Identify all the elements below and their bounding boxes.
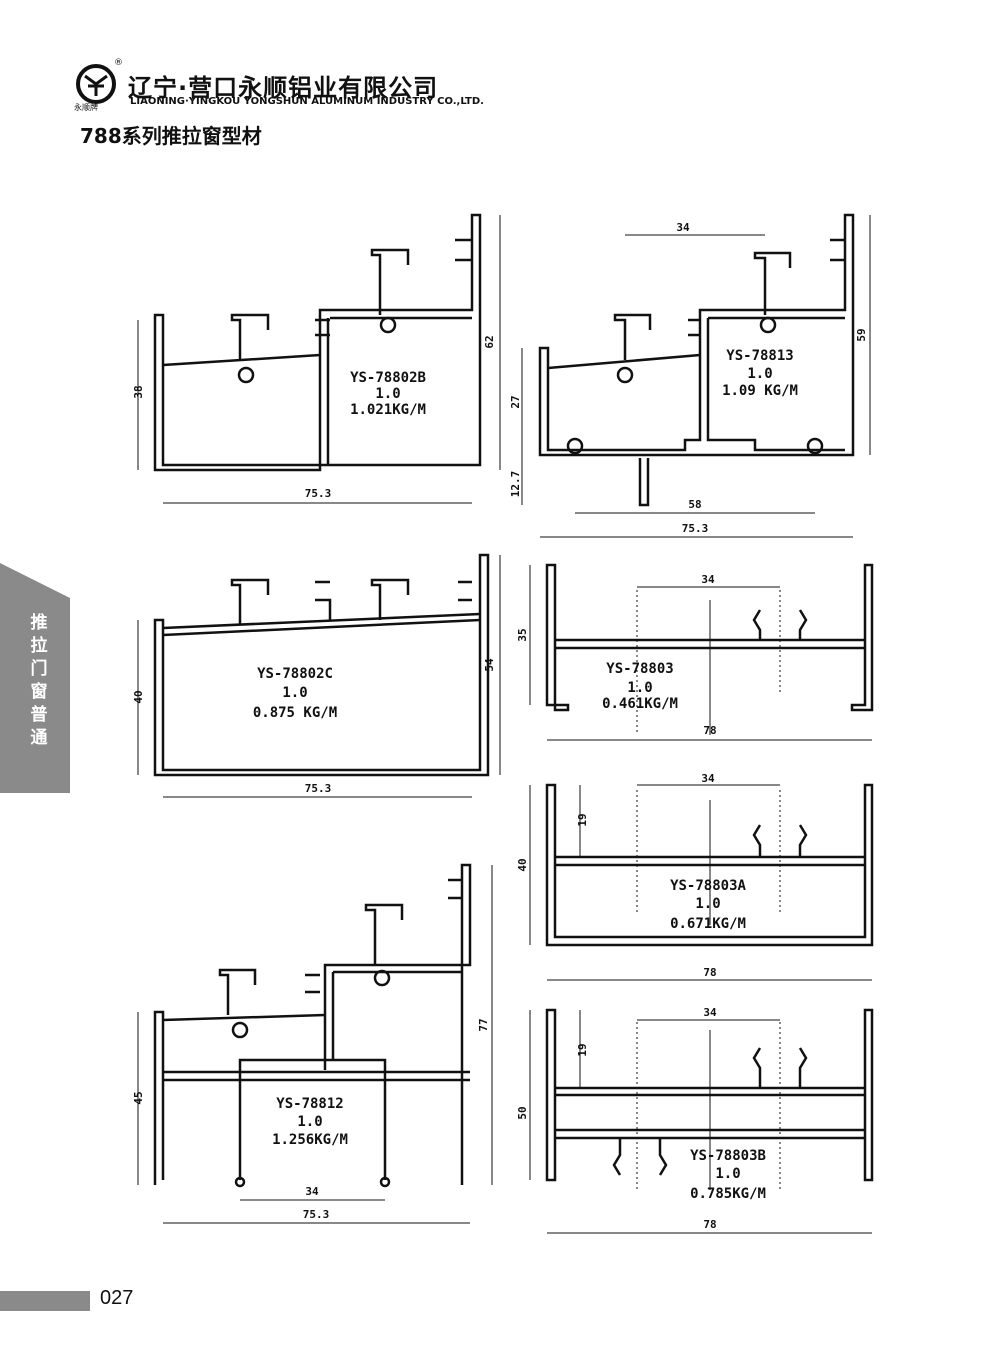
page-number-bar xyxy=(0,1291,90,1311)
profile-ys-78803 xyxy=(545,563,874,712)
profile-code: YS-78812 xyxy=(276,1096,343,1112)
page-number: 027 xyxy=(100,1287,134,1309)
dim-label: 50 xyxy=(516,1106,529,1119)
dim-label: 40 xyxy=(132,690,145,703)
dim-label: 27 xyxy=(509,395,522,408)
dim-label: 34 xyxy=(676,221,690,234)
profile-thickness: 1.0 xyxy=(747,366,772,382)
profile-weight: 0.875 KG/M xyxy=(253,705,337,721)
dim-label: 78 xyxy=(703,966,716,979)
side-tab-text: 推拉门窗普通 xyxy=(30,613,48,748)
dim-label: 34 xyxy=(701,772,715,785)
profile-ys-78802b xyxy=(153,213,482,472)
profile-ys-78812 xyxy=(153,863,472,1188)
logo-caption: 永顺牌 xyxy=(74,103,98,112)
dim-label: 62 xyxy=(483,335,496,348)
dim-label: 75.3 xyxy=(305,487,332,500)
profile-weight: 1.09 KG/M xyxy=(722,383,798,399)
profile-weight: 0.785KG/M xyxy=(690,1186,766,1202)
dim-label: 78 xyxy=(703,1218,716,1231)
company-name-en: LIAONING·YINGKOU YONGSHUN ALUMINUM INDUS… xyxy=(130,96,484,107)
dim-label: 54 xyxy=(483,658,496,672)
dim-label: 78 xyxy=(703,724,716,737)
profile-code: YS-78802C xyxy=(257,666,333,682)
dim-label: 12.7 xyxy=(509,471,522,498)
profile-code: YS-78802B xyxy=(350,370,426,386)
dim-label: 77 xyxy=(477,1018,490,1031)
profile-weight: 1.256KG/M xyxy=(272,1132,348,1148)
dim-label: 19 xyxy=(576,1043,589,1056)
dim-label: 75.3 xyxy=(305,782,332,795)
profile-ys-78813 xyxy=(538,213,855,507)
logo-glyph-icon xyxy=(84,74,108,96)
profile-weight: 0.671KG/M xyxy=(670,916,746,932)
series-title: 788系列推拉窗型材 xyxy=(80,124,262,148)
side-tab xyxy=(0,563,70,793)
dim-label: 19 xyxy=(576,813,589,826)
profile-ys-78802c xyxy=(153,553,490,777)
dim-label: 75.3 xyxy=(303,1208,330,1221)
dim-label: 58 xyxy=(688,498,701,511)
dim-label: 34 xyxy=(305,1185,319,1198)
profile-code: YS-78803B xyxy=(690,1148,766,1164)
profile-code: YS-78803 xyxy=(606,661,673,677)
logo-ring-icon xyxy=(76,64,116,104)
profile-thickness: 1.0 xyxy=(715,1166,740,1182)
dim-label: 59 xyxy=(855,328,868,341)
profile-thickness: 1.0 xyxy=(297,1114,322,1130)
dim-label: 45 xyxy=(132,1091,145,1104)
dim-label: 38 xyxy=(132,385,145,398)
profile-code: YS-78813 xyxy=(726,348,793,364)
company-logo-icon: ® 永顺牌 xyxy=(74,58,124,112)
profile-weight: 1.021KG/M xyxy=(350,402,426,418)
dim-label: 40 xyxy=(516,858,529,871)
profile-thickness: 1.0 xyxy=(627,680,652,696)
dim-label: 34 xyxy=(701,573,715,586)
profile-code: YS-78803A xyxy=(670,878,746,894)
profile-thickness: 1.0 xyxy=(282,685,307,701)
profile-thickness: 1.0 xyxy=(375,386,400,402)
company-name-cn: 辽宁·营口永顺铝业有限公司 xyxy=(128,74,439,102)
dim-label: 75.3 xyxy=(682,522,709,535)
profile-weight: 0.461KG/M xyxy=(602,696,678,712)
registered-mark: ® xyxy=(114,58,123,68)
dim-label: 35 xyxy=(516,628,529,641)
profile-thickness: 1.0 xyxy=(695,896,720,912)
dim-label: 34 xyxy=(703,1006,717,1019)
